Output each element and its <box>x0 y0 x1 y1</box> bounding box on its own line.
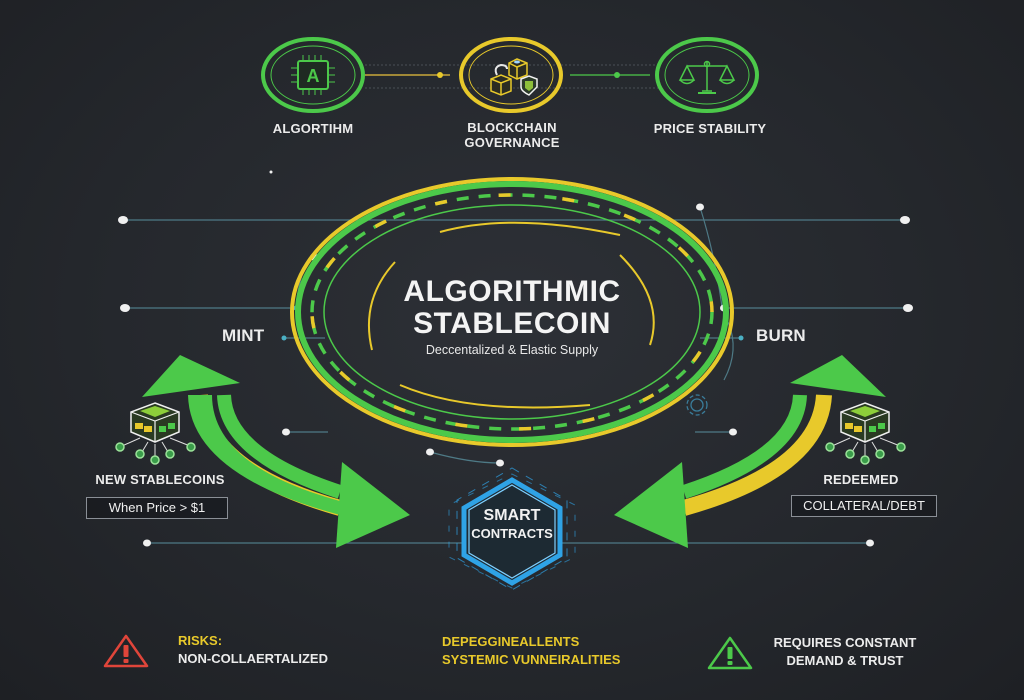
burn-arrow <box>614 355 886 548</box>
risk-depegging: DEPEGGINEALLENTS SYSTEMIC VUNNEIRALITIES <box>442 634 662 674</box>
smart-contracts-line2: CONTRACTS <box>471 526 553 541</box>
blockchain-governance-node <box>455 35 567 115</box>
redeemed-icon <box>820 400 910 470</box>
blockchain-blocks-icon <box>459 37 563 113</box>
balance-scale-icon <box>655 37 759 113</box>
warning-icon <box>103 634 149 668</box>
warning-icon <box>707 636 753 670</box>
risk-demand-trust: REQUIRES CONSTANT DEMAND & TRUST <box>706 633 946 673</box>
blockchain-governance-label: BLOCKCHAIN GOVERNANCE <box>432 120 592 150</box>
new-stablecoins-icon <box>110 400 200 470</box>
mint-arrow <box>142 355 410 548</box>
demand-trust-text: DEMAND & TRUST <box>786 653 904 668</box>
mint-label: MINT <box>222 326 265 345</box>
node-cube-icon <box>115 402 196 465</box>
algorithm-label: ALGORTIHM <box>272 121 354 136</box>
blockchain-label-line1: BLOCKCHAIN <box>467 120 557 135</box>
depegging-text: DEPEGGINEALLENTS <box>442 634 580 649</box>
risk-non-collateralized-text: NON-COLLAERTALIZED <box>178 651 328 666</box>
main-title-line1: ALGORITHMIC <box>403 275 621 308</box>
svg-text:A: A <box>307 66 320 86</box>
main-title-line2: STABLECOIN <box>413 307 611 340</box>
algorithm-node: A <box>258 35 368 115</box>
governance-label-line2: GOVERNANCE <box>464 135 560 150</box>
new-stablecoins-label: NEW STABLECOINS <box>95 472 225 487</box>
requires-constant-text: REQUIRES CONSTANT <box>773 635 917 650</box>
risks-heading: RISKS: <box>178 633 223 648</box>
node-cube-icon <box>825 402 906 465</box>
gear-icon <box>686 394 708 416</box>
smart-contracts-line1: SMART <box>483 507 541 524</box>
price-stability-label: PRICE STABILITY <box>653 121 767 136</box>
chip-icon: A <box>261 37 365 113</box>
main-subtitle: Deccentalized & Elastic Supply <box>425 343 599 357</box>
price-stability-node <box>652 35 762 115</box>
mint-condition-box: When Price > $1 <box>86 497 228 519</box>
risk-nonCollateralized: RISKS: NON-COLLAERTALIZED <box>102 633 362 673</box>
burn-label: BURN <box>756 326 806 345</box>
burn-condition-box: COLLATERAL/DEBT <box>791 495 937 517</box>
redeemed-label: REDEEMED <box>823 472 899 487</box>
systemic-vulnerabilities-text: SYSTEMIC VUNNEIRALITIES <box>442 652 621 667</box>
